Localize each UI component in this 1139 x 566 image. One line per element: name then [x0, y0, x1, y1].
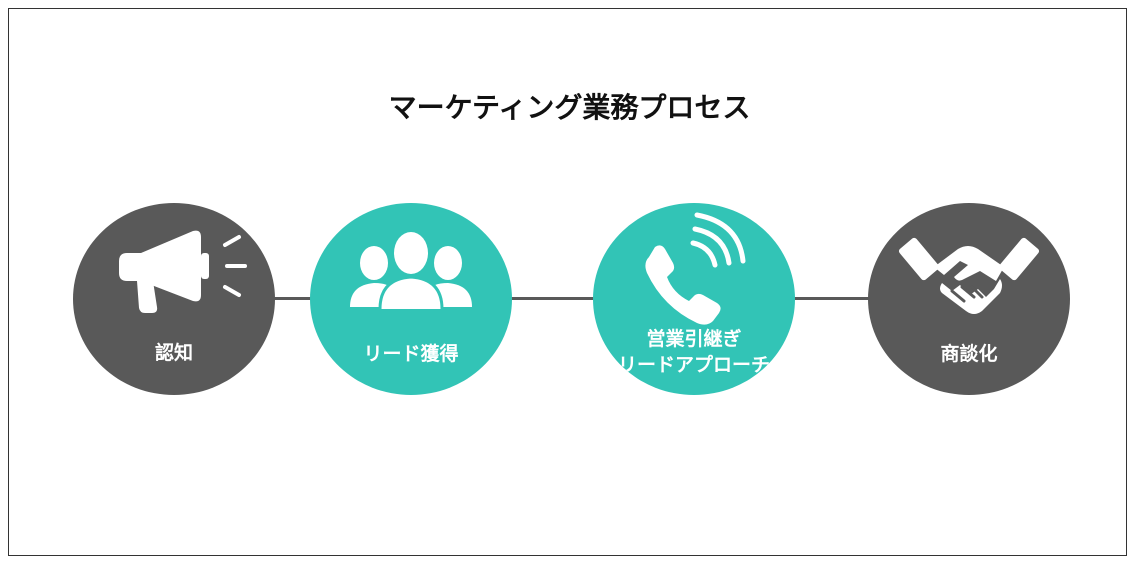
step-label-awareness: 認知	[154, 342, 193, 364]
step-circle-lead-acquisition: リード獲得	[310, 203, 512, 395]
connector-line-1	[270, 297, 320, 300]
step-circle-negotiation: 商談化	[868, 203, 1070, 395]
connector-line-2	[505, 297, 600, 300]
connector-line-3	[788, 297, 878, 300]
people-group-icon	[350, 232, 472, 310]
phone-ringing-icon	[645, 212, 746, 325]
step-circle-awareness: 認知	[73, 203, 275, 395]
diagram-title: マーケティング業務プロセス	[388, 91, 751, 124]
megaphone-icon	[119, 230, 247, 313]
handshake-icon	[898, 237, 1040, 314]
step-circle-sales-handover: 営業引継ぎ リードアプローチ	[593, 203, 795, 395]
step-label-sales-handover-line1: 営業引継ぎ	[646, 328, 742, 350]
step-label-sales-handover-line2: リードアプローチ	[617, 354, 770, 376]
step-label-negotiation: 商談化	[940, 343, 998, 365]
step-label-lead-acquisition: リード獲得	[363, 343, 459, 365]
